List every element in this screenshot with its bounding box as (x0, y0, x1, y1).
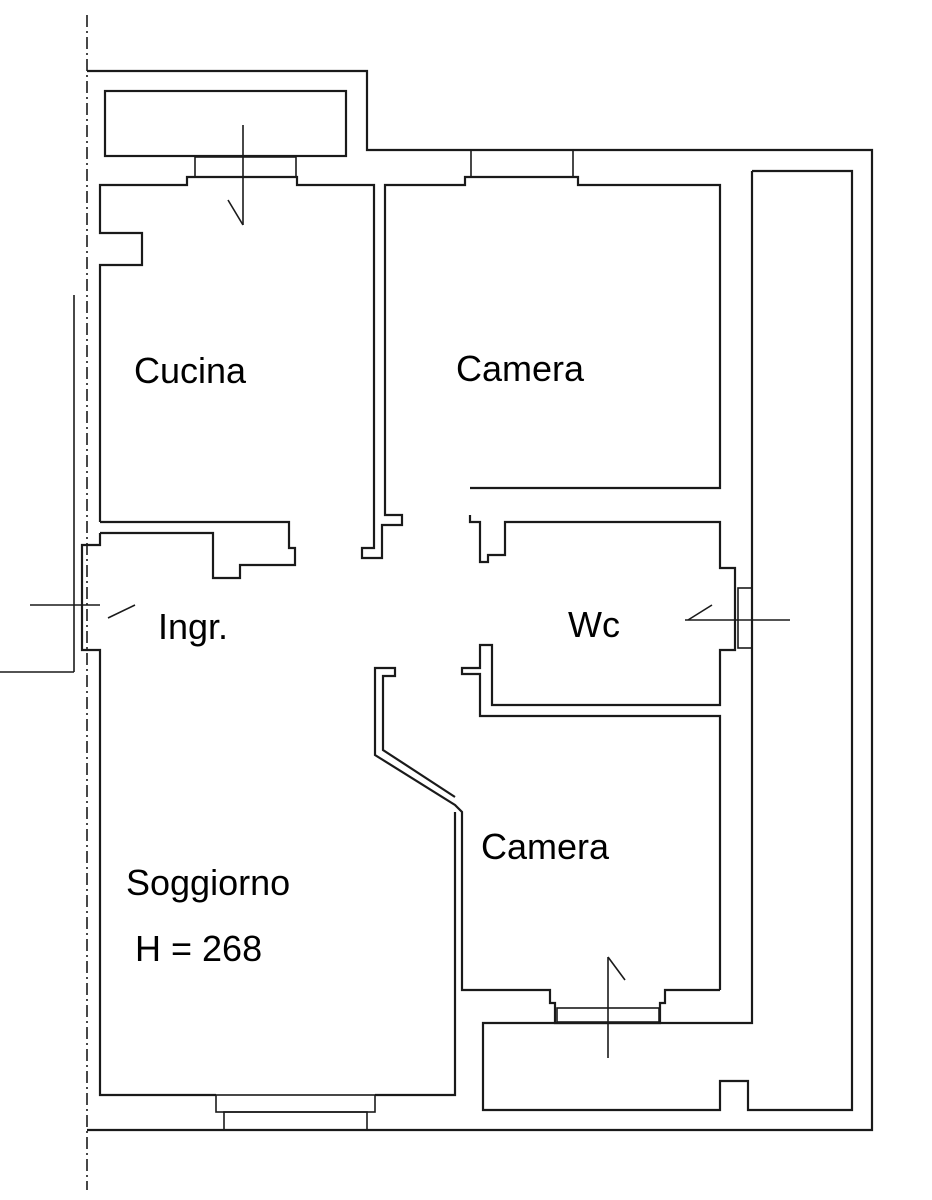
ceiling-height-label: H = 268 (135, 928, 263, 969)
living-left-wall (80, 533, 216, 1097)
service-corridor (481, 169, 854, 1112)
wc-walls (460, 515, 737, 990)
entrance-walls (100, 520, 297, 580)
room-label-kitchen: Cucina (134, 350, 247, 391)
wc-window (737, 587, 753, 649)
living-window (215, 1094, 376, 1113)
wc-window-arc (687, 604, 713, 621)
bedroom-window (470, 149, 574, 178)
bedroom-window-arc (607, 956, 626, 981)
room-label-bedroom-bottom: Camera (481, 826, 610, 867)
room-label-entrance: Ingr. (158, 606, 229, 647)
balcony-top (103, 89, 348, 158)
bedroom-bottom-walls (373, 666, 720, 1025)
room-label-bedroom-top: Camera (456, 348, 585, 389)
room-label-living: Soggiorno (126, 862, 291, 903)
entrance-window-arc (107, 604, 136, 619)
kitchen-window (194, 156, 297, 178)
living-window-sill (223, 1111, 368, 1131)
outer-wall (87, 69, 874, 1132)
room-label-bathroom: Wc (568, 604, 620, 645)
living-right-wall (375, 812, 457, 1097)
kitchen-window-arc (227, 199, 244, 226)
